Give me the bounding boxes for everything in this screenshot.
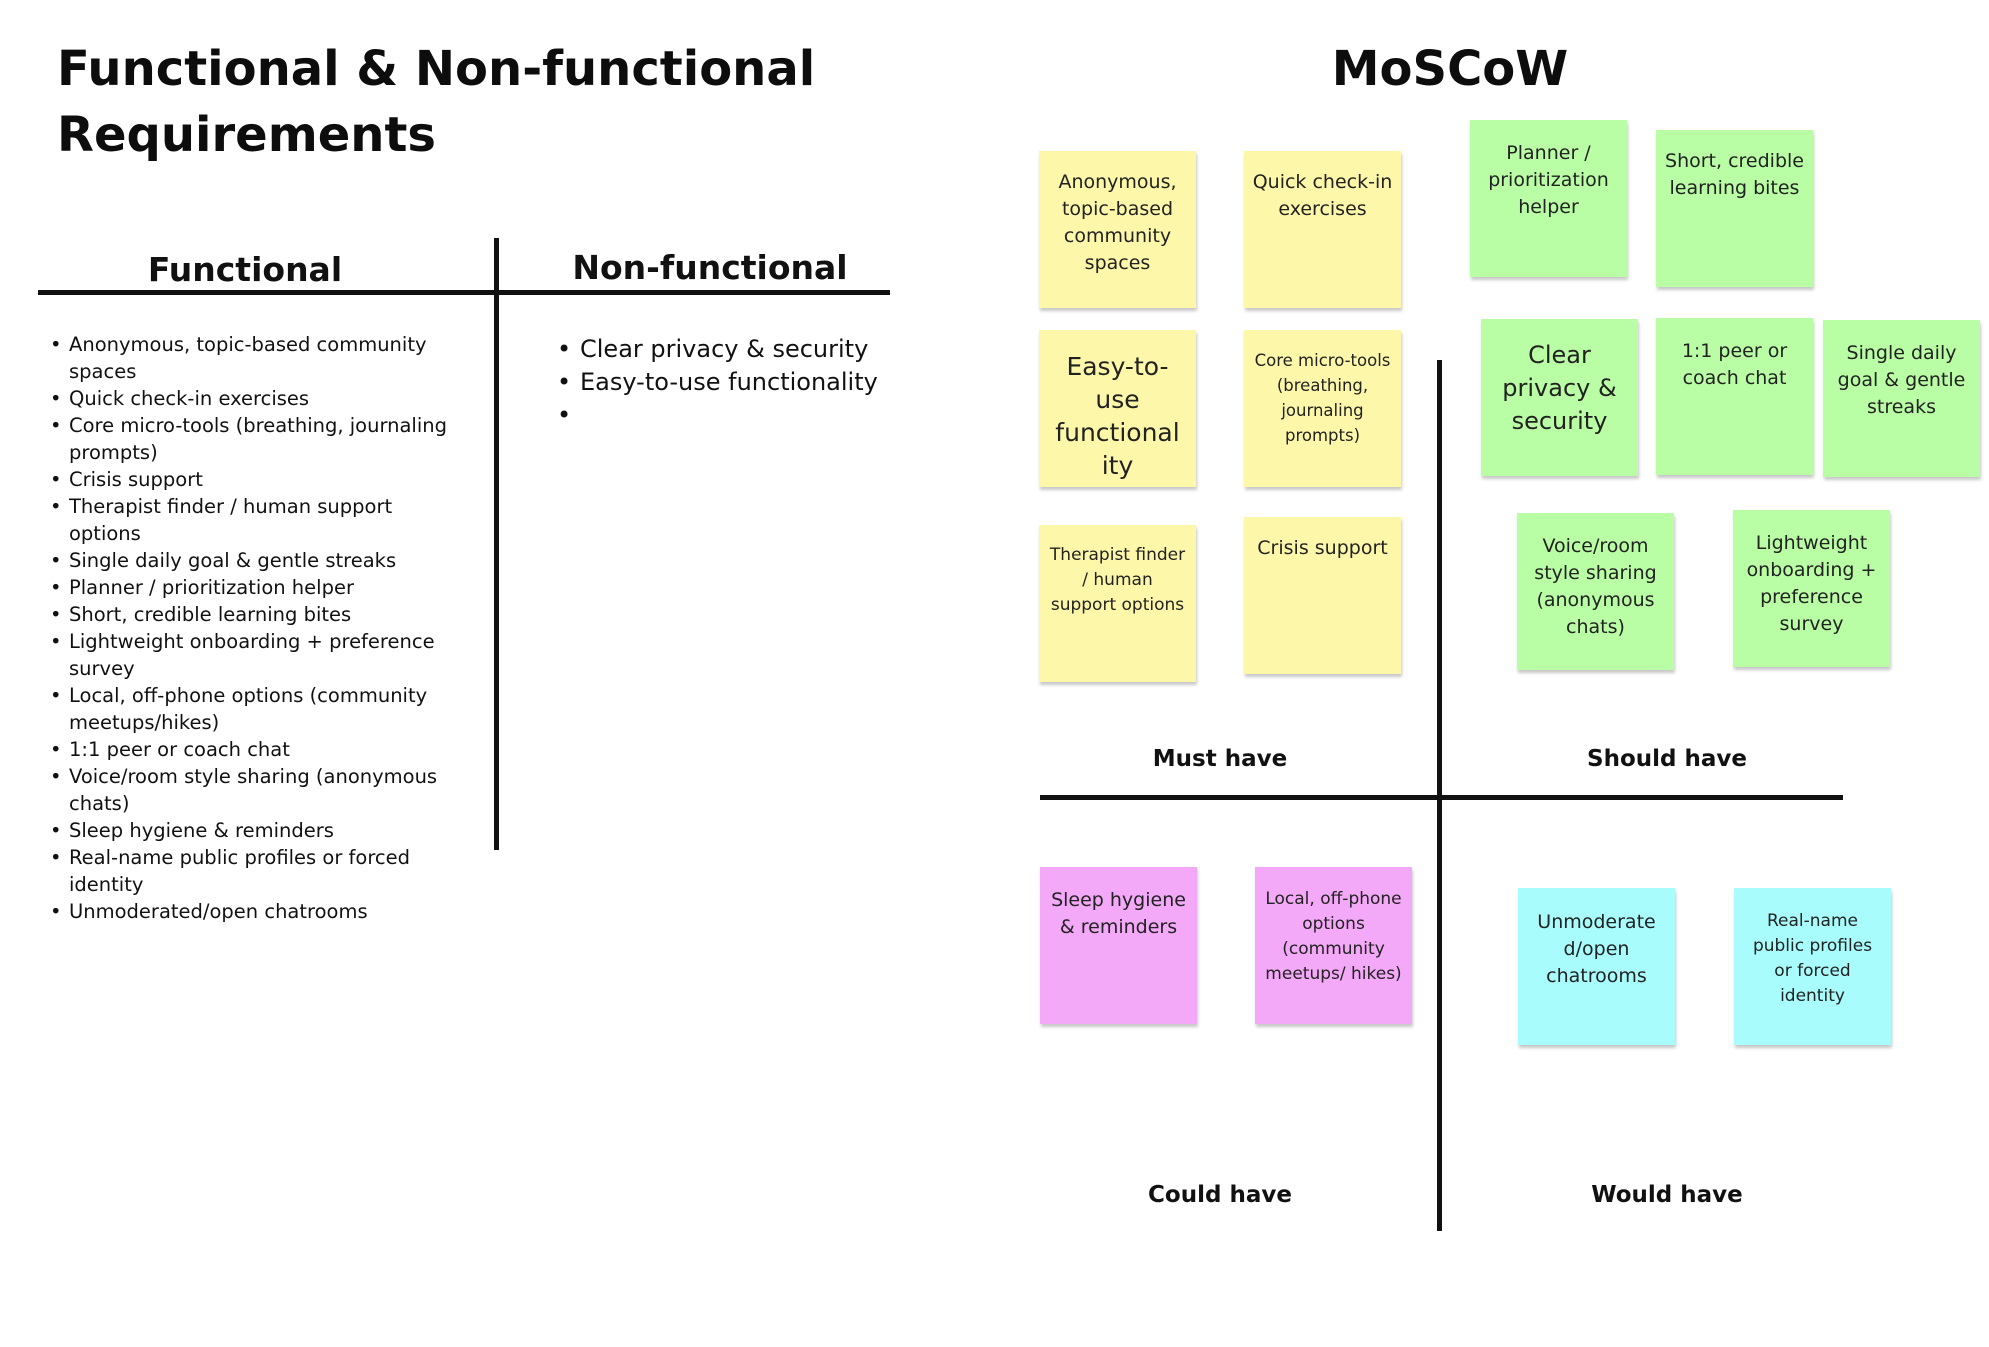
note-text: Therapist finder / human support options (1049, 545, 1186, 615)
list-item: 1:1 peer or coach chat (50, 736, 450, 763)
note-text: Lightweight onboarding + preference surv… (1746, 532, 1877, 635)
list-item: Short, credible learning bites (50, 601, 450, 628)
sticky-note-should[interactable]: Clear privacy & security (1481, 319, 1638, 476)
list-item: Core micro-tools (breathing, journaling … (50, 412, 450, 466)
quadrant-label-could: Could have (1148, 1182, 1292, 1208)
sticky-note-would[interactable]: Real-name public profiles or forced iden… (1734, 888, 1891, 1045)
list-item: Sleep hygiene & reminders (50, 817, 450, 844)
sticky-note-must[interactable]: Easy-to-use functional ity (1039, 330, 1196, 487)
note-text: Crisis support (1257, 537, 1388, 559)
sticky-note-should[interactable]: Planner / prioritization helper (1470, 120, 1627, 277)
list-item: Single daily goal & gentle streaks (50, 547, 450, 574)
list-item: Quick check-in exercises (50, 385, 450, 412)
note-text: Sleep hygiene & reminders (1051, 889, 1186, 938)
sticky-note-must[interactable]: Quick check-in exercises (1244, 151, 1401, 308)
note-text: Short, credible learning bites (1665, 150, 1804, 199)
note-text: Single daily goal & gentle streaks (1837, 342, 1966, 418)
page-title: Functional & Non-functional Requirements (57, 41, 816, 163)
list-item: Voice/room style sharing (anonymous chat… (50, 763, 450, 817)
note-text: Clear privacy & security (1502, 341, 1617, 435)
table-header-divider (38, 290, 890, 295)
non-functional-column-header: Non-functional (572, 248, 848, 287)
sticky-note-should[interactable]: Lightweight onboarding + preference surv… (1733, 510, 1890, 667)
non-functional-requirements-list: Clear privacy & security Easy-to-use fun… (557, 333, 927, 432)
list-item: Local, off-phone options (community meet… (50, 682, 450, 736)
sticky-note-should[interactable]: 1:1 peer or coach chat (1656, 318, 1813, 475)
list-item: Easy-to-use functionality (557, 366, 927, 399)
functional-column-header: Functional (147, 250, 343, 289)
sticky-note-would[interactable]: Unmoderate d/open chatrooms (1518, 888, 1675, 1045)
list-item: Unmoderated/open chatrooms (50, 898, 450, 925)
note-text: Voice/room style sharing (anonymous chat… (1534, 535, 1657, 638)
sticky-note-should[interactable]: Voice/room style sharing (anonymous chat… (1517, 513, 1674, 670)
moscow-title: MoSCoW (1331, 41, 1569, 97)
list-item: Lightweight onboarding + preference surv… (50, 628, 450, 682)
moscow-vertical-axis (1437, 360, 1442, 1231)
list-item: Crisis support (50, 466, 450, 493)
list-item: Planner / prioritization helper (50, 574, 450, 601)
note-text: Local, off-phone options (community meet… (1265, 889, 1402, 984)
note-text: 1:1 peer or coach chat (1681, 340, 1788, 389)
quadrant-label-would: Would have (1591, 1182, 1743, 1208)
list-item: Therapist finder / human support options (50, 493, 450, 547)
note-text: Anonymous, topic-based community spaces (1058, 171, 1177, 274)
list-item: Clear privacy & security (557, 333, 927, 366)
note-text: Core micro-tools (breathing, journaling … (1254, 351, 1391, 445)
quadrant-label-should: Should have (1587, 746, 1747, 772)
note-text: Easy-to-use functional ity (1055, 352, 1180, 480)
sticky-note-could[interactable]: Local, off-phone options (community meet… (1255, 867, 1412, 1024)
list-item: Real-name public profiles or forced iden… (50, 844, 450, 898)
sticky-note-must[interactable]: Anonymous, topic-based community spaces (1039, 151, 1196, 308)
sticky-note-must[interactable]: Crisis support (1244, 517, 1401, 674)
functional-requirements-list: Anonymous, topic-based community spaces … (50, 331, 450, 925)
table-column-divider (494, 238, 499, 850)
sticky-note-must[interactable]: Core micro-tools (breathing, journaling … (1244, 330, 1401, 487)
note-text: Planner / prioritization helper (1488, 142, 1609, 218)
sticky-note-must[interactable]: Therapist finder / human support options (1039, 525, 1196, 682)
quadrant-label-must: Must have (1152, 746, 1288, 772)
sticky-note-should[interactable]: Single daily goal & gentle streaks (1823, 320, 1980, 477)
note-text: Unmoderate d/open chatrooms (1537, 911, 1656, 987)
sticky-note-could[interactable]: Sleep hygiene & reminders (1040, 867, 1197, 1024)
note-text: Quick check-in exercises (1252, 171, 1393, 220)
sticky-note-should[interactable]: Short, credible learning bites (1656, 130, 1813, 287)
list-item: Anonymous, topic-based community spaces (50, 331, 450, 385)
note-text: Real-name public profiles or forced iden… (1752, 911, 1873, 1006)
list-item (557, 399, 927, 432)
